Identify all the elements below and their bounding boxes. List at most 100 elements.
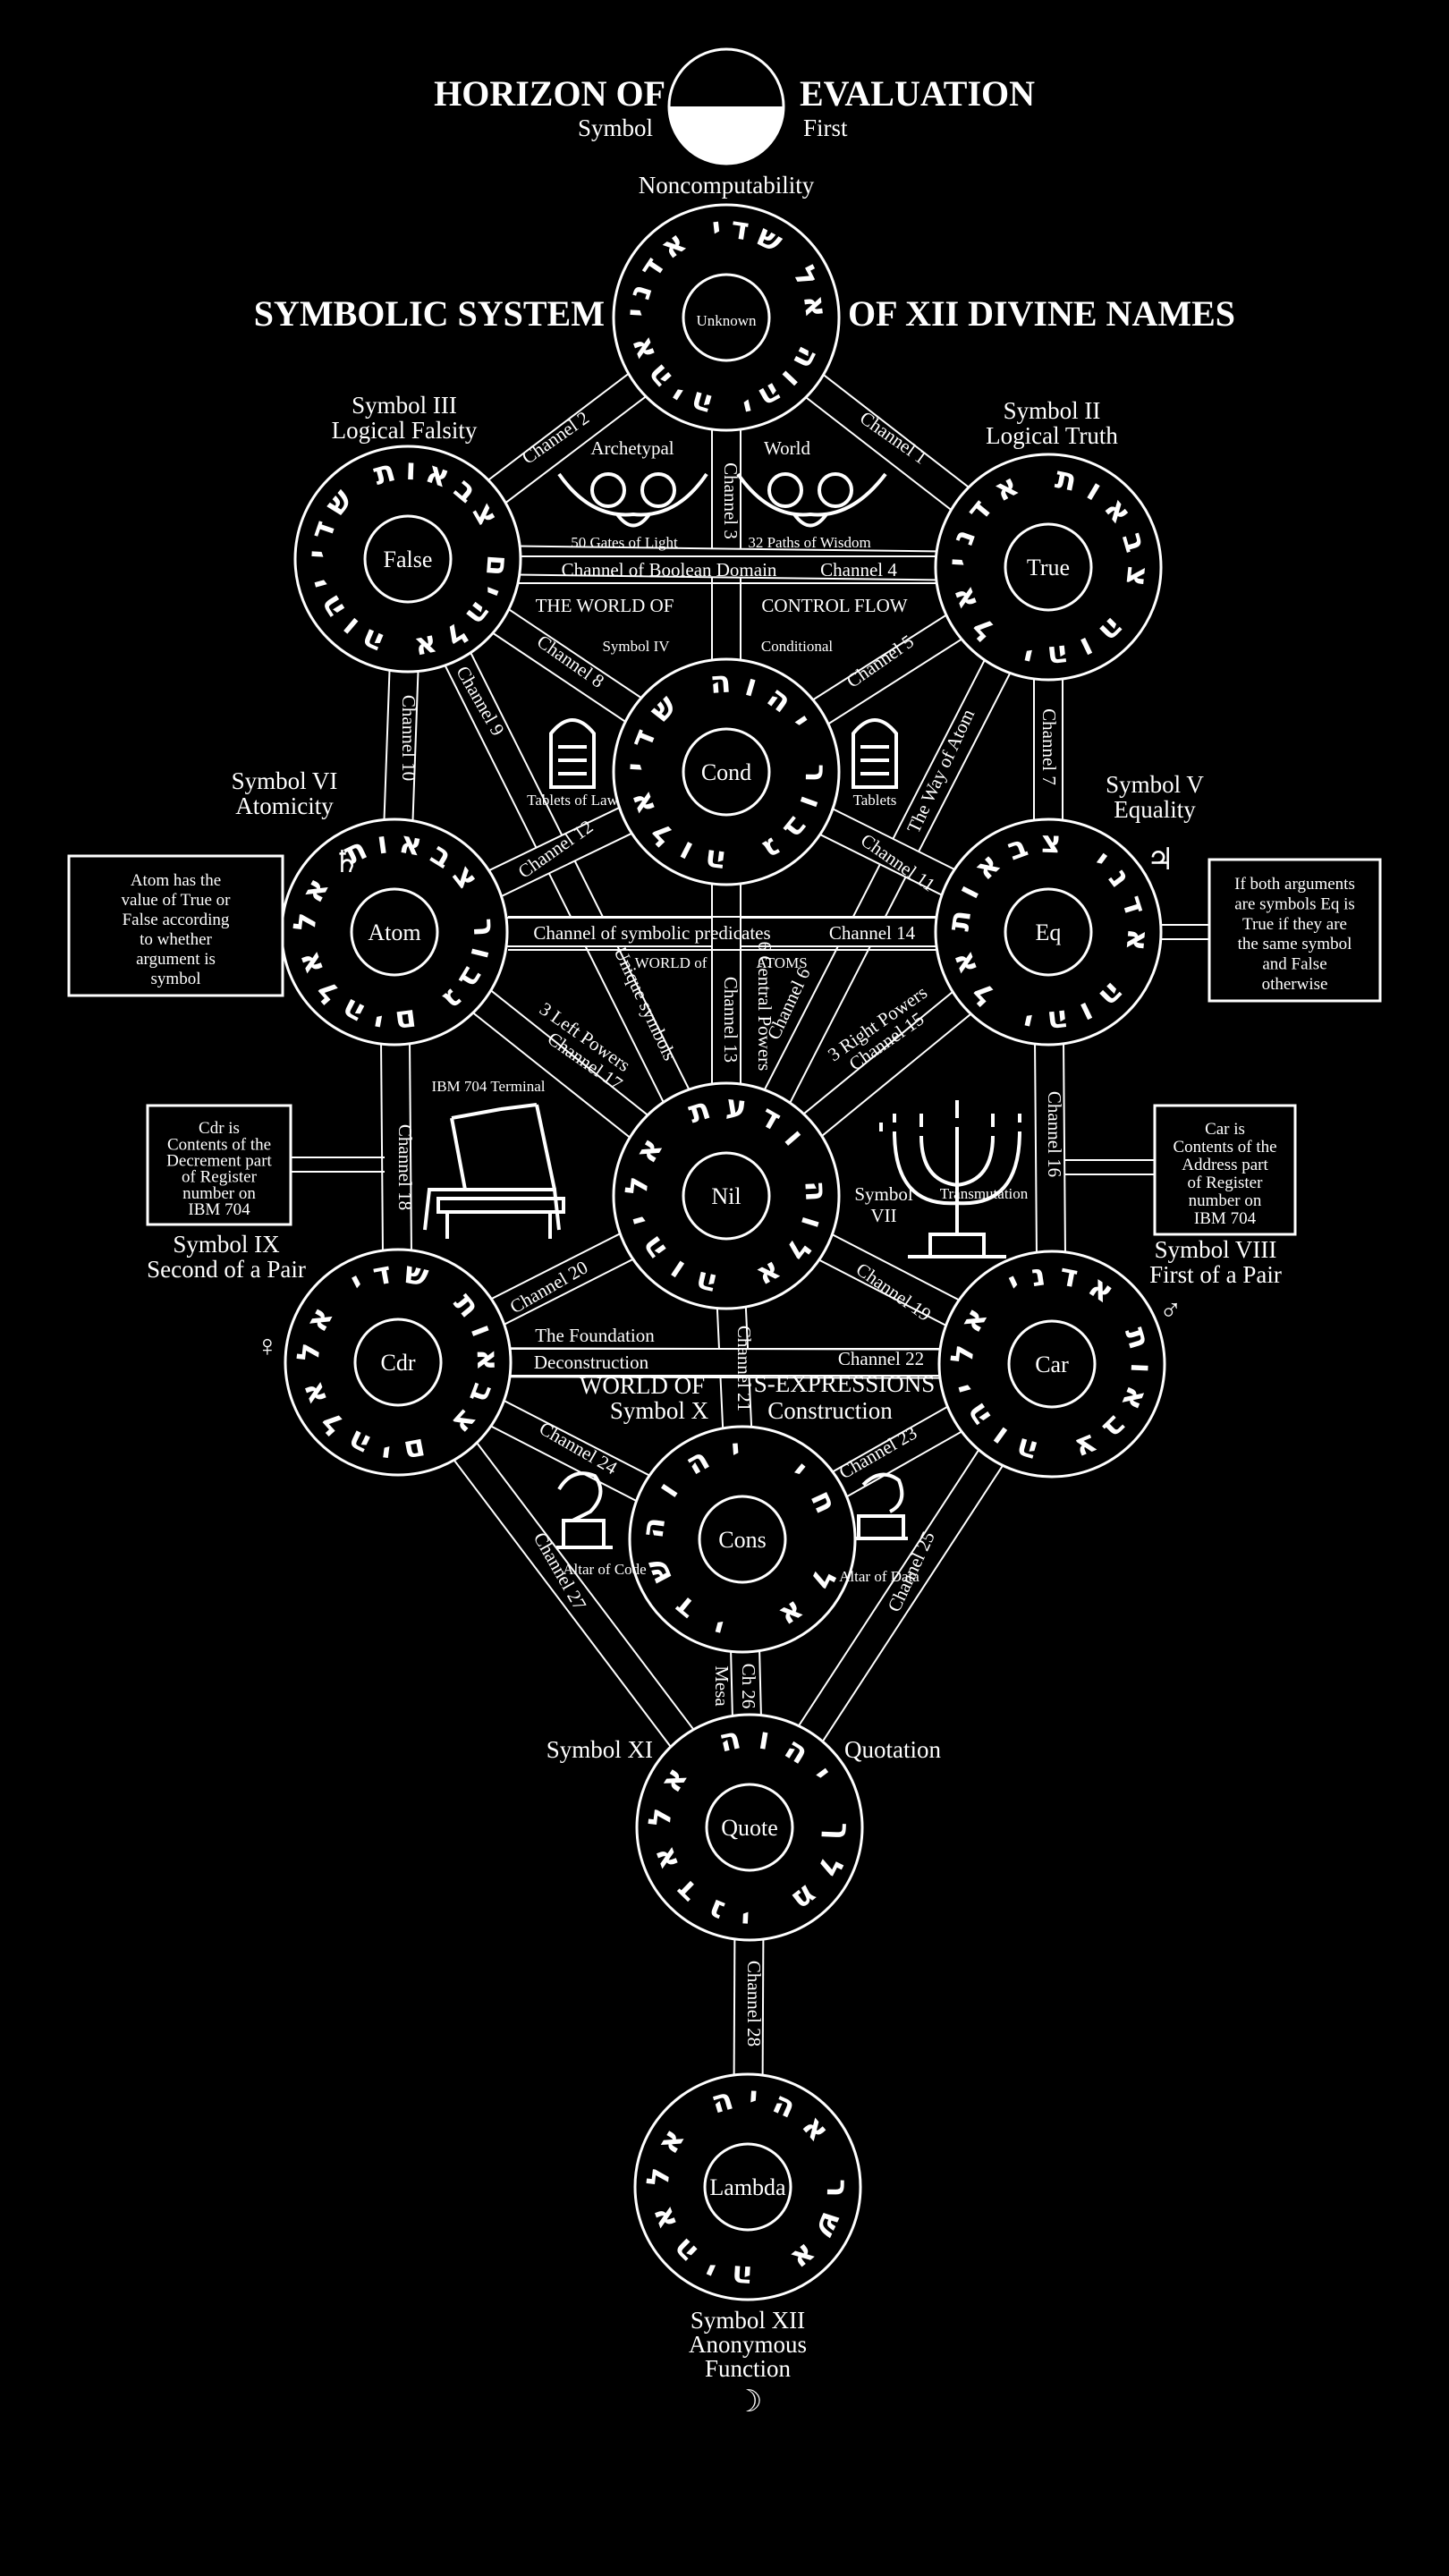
- label-ch4: Channel 4: [820, 559, 897, 580]
- node-label: Atom: [368, 919, 420, 945]
- channel-28: Channel 28: [743, 1961, 765, 2046]
- symbol-2-sub: Logical Truth: [986, 422, 1118, 449]
- label-tablet-right: Tablets: [853, 792, 897, 809]
- symbol-3-title: Symbol III: [352, 392, 457, 419]
- node-inner-ring: [703, 2142, 792, 2232]
- symbol-5-title: Symbol V: [1106, 771, 1204, 798]
- tablet-right-icon: [852, 718, 898, 789]
- label-predicates: Channel of symbolic predicates: [533, 922, 770, 944]
- info-box-line: Car is: [1205, 1120, 1245, 1139]
- info-box-line: Atom has the: [131, 871, 221, 890]
- tablet-left-icon: [549, 718, 596, 789]
- symbol-captions: Symbol III Logical Falsity Symbol II Log…: [147, 392, 1282, 2382]
- node-label: Nil: [711, 1183, 741, 1209]
- symbol-6-title: Symbol VI: [232, 767, 338, 794]
- info-box-line: to whether: [140, 930, 212, 949]
- channel-21: Channel 21: [733, 1326, 755, 1411]
- label-world-of: THE WORLD OF: [536, 595, 674, 616]
- channel-16: Channel 16: [1044, 1091, 1065, 1177]
- info-box-line: the same symbol: [1238, 935, 1352, 953]
- channel-true-nil: [712, 560, 1063, 1203]
- rails: [508, 555, 944, 1377]
- horizon-right: EVALUATION: [800, 73, 1035, 114]
- altar-right-icon: [854, 1472, 908, 1540]
- label-tablet-left: Tablets of Law: [527, 792, 618, 809]
- label-paths: 32 Paths of Wisdom: [748, 534, 870, 551]
- info-box-line: Cdr is: [199, 1119, 240, 1138]
- info-box-line: True if they are: [1242, 915, 1347, 934]
- mars-icon: ♂: [1159, 1294, 1182, 1327]
- node-label: Cdr: [381, 1350, 416, 1376]
- node-label: Eq: [1036, 919, 1062, 945]
- horizon-sub-left: Symbol: [578, 114, 653, 141]
- node-inner-ring: [705, 1783, 794, 1872]
- label-foundation: The Foundation: [535, 1325, 655, 1346]
- info-box-line: Contents of the: [167, 1135, 271, 1154]
- jupiter-icon: ♃: [1147, 843, 1174, 877]
- node-label: Unknown: [696, 312, 757, 329]
- info-box-line: symbol: [151, 970, 201, 988]
- horizon-sub-right: First: [803, 114, 848, 141]
- planet-glyphs: ♄ ♃ ♀ ♂ ☽: [256, 843, 1182, 2419]
- symbol-9-title: Symbol IX: [173, 1231, 280, 1258]
- label-symbol-10: Symbol X: [610, 1397, 709, 1424]
- node-label: Cond: [701, 759, 751, 785]
- venus-icon: ♀: [256, 1330, 279, 1363]
- channel-central: 6 Central Powers: [754, 942, 775, 1072]
- channel-18: Channel 18: [394, 1124, 416, 1210]
- cherub-right-icon: [736, 472, 887, 528]
- info-box-line: otherwise: [1262, 975, 1328, 994]
- channel-false-nil: [394, 552, 741, 1203]
- symbol-8-sub: First of a Pair: [1149, 1261, 1282, 1288]
- horizon-left: HORIZON OF: [434, 73, 665, 114]
- label-ch22: Channel 22: [838, 1348, 924, 1369]
- node-label: Lambda: [709, 2174, 786, 2200]
- channel-mesa: Mesa: [711, 1665, 733, 1707]
- info-box-line: of Register: [182, 1168, 258, 1187]
- info-box-line: are symbols Eq is: [1234, 895, 1355, 914]
- menorah-icon: [879, 1100, 1021, 1258]
- node-inner-ring: [682, 1151, 771, 1241]
- symbol-3-sub: Logical Falsity: [332, 417, 478, 444]
- symbol-8-title: Symbol VIII: [1155, 1236, 1277, 1263]
- label-terminal: IBM 704 Terminal: [432, 1078, 546, 1095]
- label-symbol-4: Symbol IV: [602, 638, 670, 655]
- label-world-of-2: WORLD of: [635, 954, 708, 971]
- channel-7: Channel 7: [1038, 708, 1060, 785]
- node-inner-ring: [698, 1495, 787, 1584]
- symbol-6-sub: Atomicity: [235, 792, 334, 819]
- noncomputability: Noncomputability: [639, 172, 815, 199]
- symbol-2-title: Symbol II: [1004, 397, 1101, 424]
- horizon-icon: [667, 47, 785, 165]
- info-box-line: False according: [123, 911, 230, 929]
- channel-26: Ch 26: [738, 1664, 759, 1709]
- channel-10: Channel 10: [398, 695, 419, 781]
- node-inner-ring: [350, 887, 439, 977]
- label-deconstruction: Deconstruction: [534, 1352, 649, 1373]
- symbol-11-sub: Quotation: [844, 1736, 941, 1763]
- info-box-line: number on: [182, 1184, 256, 1203]
- symbol-9-sub: Second of a Pair: [147, 1256, 306, 1283]
- node-label: Cons: [718, 1527, 766, 1553]
- label-symbol-7a: Symbol: [854, 1183, 913, 1205]
- node-inner-ring: [1004, 887, 1093, 977]
- label-atoms: ATOMS: [756, 954, 807, 971]
- node-inner-ring: [1007, 1319, 1097, 1409]
- channel-way-of-atom: The Way of Atom: [902, 706, 979, 836]
- label-boolean: Channel of Boolean Domain: [562, 559, 777, 580]
